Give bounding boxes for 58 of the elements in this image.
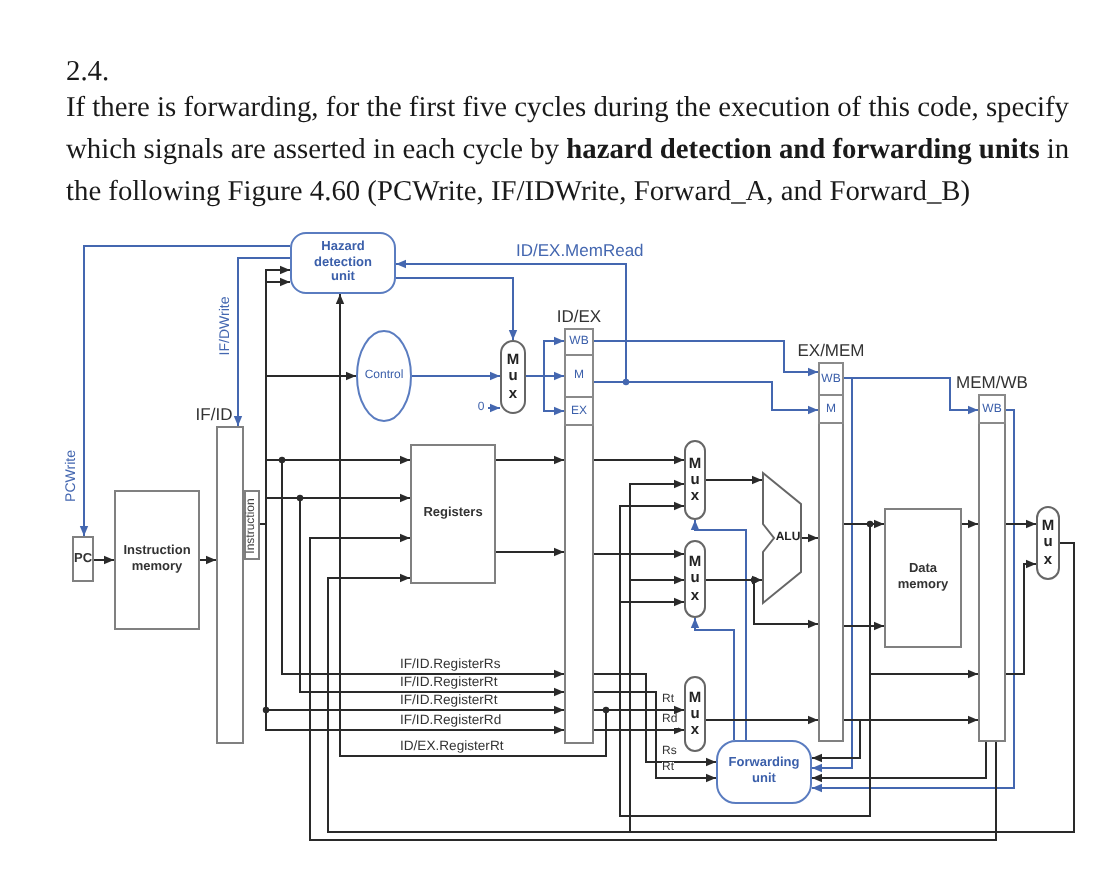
signal-arrow [495, 455, 565, 465]
register-file-block [410, 444, 496, 584]
control-field [818, 362, 844, 396]
signal-arrow [593, 549, 685, 559]
signal-arrow [411, 371, 501, 381]
signal-arrow [593, 381, 819, 415]
signal-arrow [259, 497, 565, 697]
instruction-box [244, 490, 260, 560]
control-field [978, 394, 1006, 424]
signal-arrow [843, 621, 885, 631]
signal-arrow [629, 542, 1075, 833]
signal-arrow [199, 555, 217, 565]
signal-arrow [690, 519, 747, 741]
register-label: EX/MEM [797, 342, 865, 360]
signal-arrow [495, 547, 565, 557]
signal-arrow [593, 705, 685, 715]
signal-arrow [593, 691, 717, 783]
control-field [564, 328, 594, 356]
register-label: ID/EX [556, 308, 602, 326]
signal-arrow [309, 533, 997, 841]
signal-arrow [705, 475, 763, 485]
signal-arrow [233, 257, 291, 427]
signal-arrow [525, 375, 565, 416]
signal-label: ID/EX.MemRead [516, 242, 644, 260]
signal-arrow [593, 340, 819, 377]
signal-arrow [690, 617, 735, 741]
register-label: IF/ID [195, 406, 233, 424]
signal-arrow [395, 277, 518, 341]
signal-arrow [593, 455, 685, 465]
signal-arrow [961, 519, 979, 529]
signal-arrow [593, 725, 685, 735]
control-field [564, 354, 594, 398]
signal-arrow [811, 719, 861, 763]
question-number: 2.4. [66, 54, 110, 92]
memory-block [884, 508, 962, 648]
forwarding-unit-box [716, 740, 812, 804]
signal-arrow [811, 409, 1015, 793]
hazard-unit-box [290, 232, 396, 294]
signal-arrow [705, 715, 819, 725]
register-label: MEM/WB [956, 374, 1028, 392]
signal-arrow [335, 293, 607, 757]
control-field [818, 394, 844, 424]
signal-arrow [811, 741, 987, 783]
signal-arrow [395, 259, 627, 383]
signal-arrow [705, 579, 819, 629]
signal-arrow [1005, 519, 1037, 529]
pc-register-box [72, 536, 94, 582]
signal-arrow [259, 459, 565, 679]
signal-arrow [79, 245, 291, 537]
signal-arrow [801, 533, 819, 543]
question-text: If there is forwarding, for the first five cycles during the execution of this code, specify which signals are asserted in each cycle by hazard detection and forwarding units in the following Figure 4.60 (PCWrite, IF/IDWrite, Forward_A, and Forward_B) [66, 90, 1072, 212]
signal-arrow [811, 377, 853, 773]
signal-arrow [487, 403, 501, 413]
signal-arrow [593, 673, 717, 767]
control-field [564, 396, 594, 426]
signal-arrow [93, 555, 115, 565]
signal-arrow [1005, 559, 1037, 675]
memory-block [114, 490, 200, 630]
